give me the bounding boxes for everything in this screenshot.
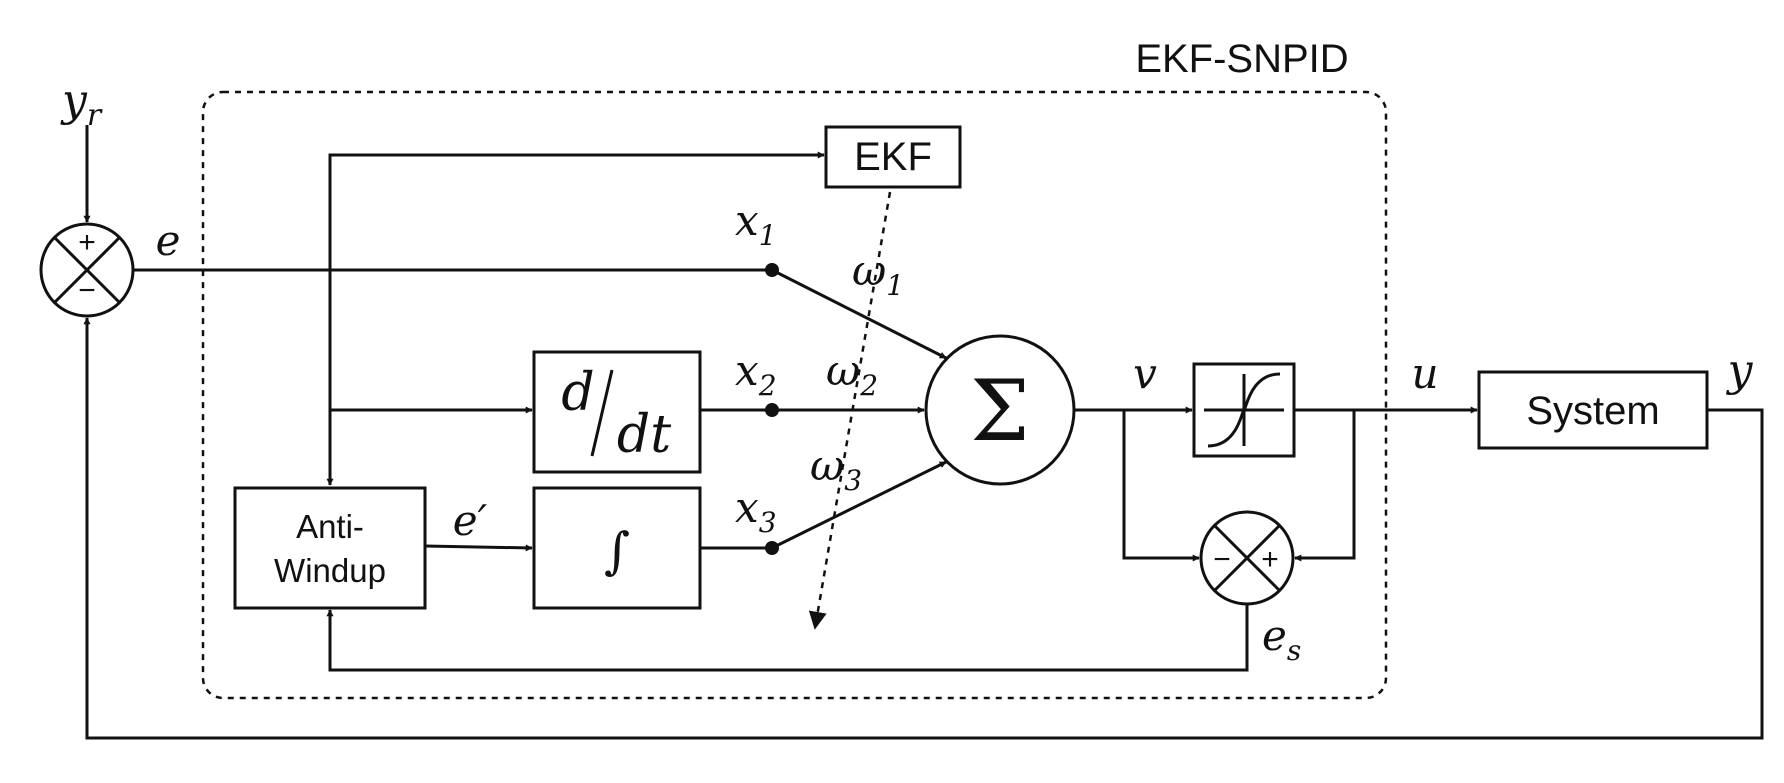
ekf-weight-update-arrow <box>808 191 892 630</box>
saturation-error-junction: − + <box>1199 510 1295 606</box>
ekf-label: EKF <box>854 135 932 179</box>
v-label: v <box>1133 349 1157 398</box>
u-to-junction-line <box>1294 410 1356 562</box>
w1-label: ω1 <box>852 246 904 302</box>
derivative-denominator: dt <box>617 405 671 465</box>
x2-label: x2 <box>735 346 777 402</box>
error-label: e <box>156 216 181 265</box>
controller-title: EKF-SNPID <box>1135 37 1348 81</box>
system-block <box>1477 370 1709 450</box>
input-plus-sign: + <box>78 226 96 259</box>
w2-label: ω2 <box>826 346 878 402</box>
x3-label: x3 <box>735 483 777 539</box>
derivative-block <box>532 350 702 474</box>
es-feedback-line <box>326 604 1249 672</box>
input-minus-sign: − <box>78 274 96 307</box>
system-label: System <box>1526 389 1659 433</box>
derivative-slash <box>590 369 614 457</box>
w3-label: ω3 <box>810 441 862 497</box>
output-feedback-line <box>83 317 1764 740</box>
reference-label: yr <box>60 75 103 133</box>
saturation-block <box>1192 362 1296 458</box>
anti-windup-output-line <box>424 544 533 552</box>
ekf-snpid-boundary <box>201 90 1388 700</box>
anti-windup-label-line2: Windup <box>274 552 386 589</box>
integrator-symbol: ∫ <box>604 522 630 580</box>
ekf-input-line <box>328 151 825 270</box>
u-label: u <box>1411 349 1438 398</box>
integrator-block <box>532 486 702 610</box>
derivative-numerator: d <box>561 363 594 423</box>
w1-line <box>771 268 947 360</box>
anti-windup-block <box>233 486 427 610</box>
sat-minus-sign: − <box>1213 543 1231 576</box>
sat-plus-sign: + <box>1261 543 1279 576</box>
e-prime-label: e′ <box>453 496 488 545</box>
x1-label: x1 <box>735 196 777 252</box>
output-label: y <box>1726 345 1754 396</box>
anti-windup-label-line1: Anti- <box>296 508 364 545</box>
input-summing-junction: + − <box>39 222 135 318</box>
w3-line <box>771 460 947 550</box>
sum-symbol: Σ <box>970 362 1029 460</box>
v-to-junction-line <box>1122 410 1200 562</box>
ekf-block <box>824 125 962 189</box>
es-label: es <box>1262 611 1301 667</box>
